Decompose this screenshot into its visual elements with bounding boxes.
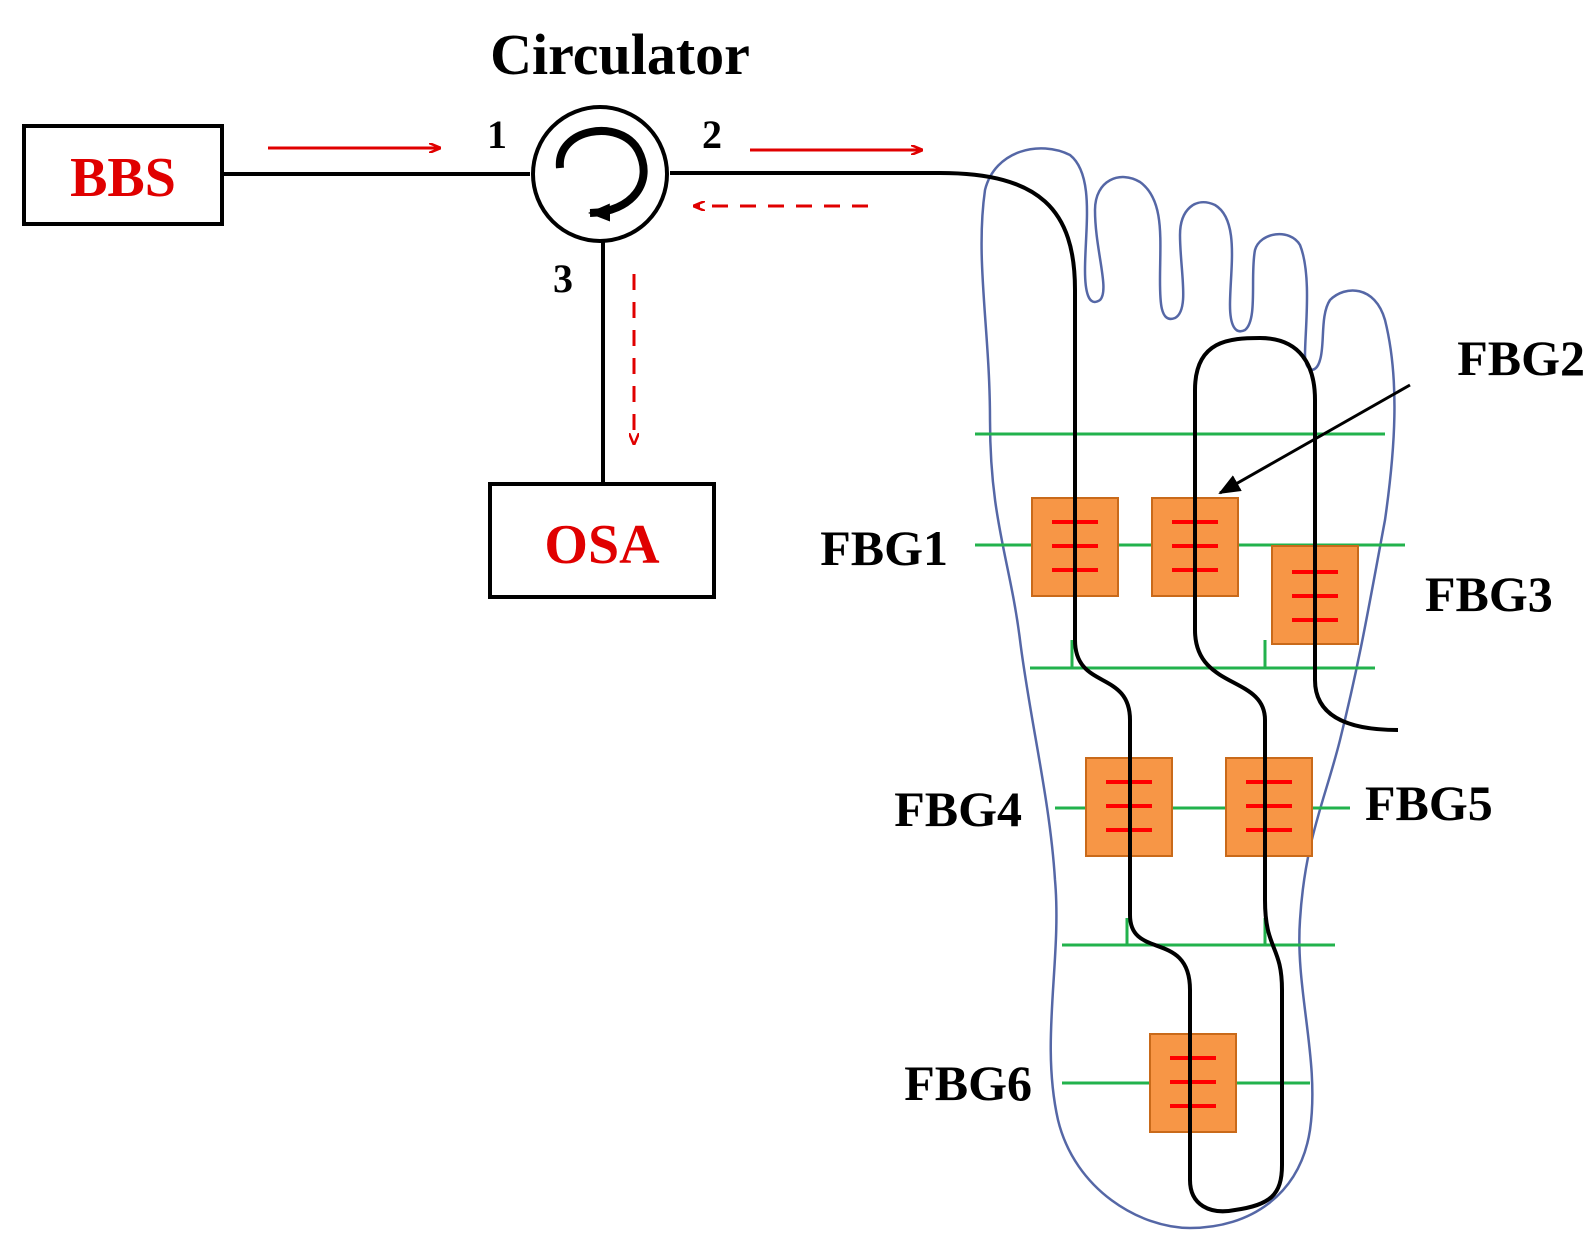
port-3-label: 3	[553, 256, 573, 301]
port-2-label: 2	[702, 112, 722, 157]
bbs-label: BBS	[70, 147, 176, 209]
fbg1-label: FBG1	[820, 520, 948, 576]
foot-outline	[980, 147, 1396, 1230]
fbg3-label: FBG3	[1425, 566, 1553, 622]
optical-fiber	[670, 171, 1399, 1214]
fbg5-label: FBG5	[1365, 775, 1493, 831]
port-1-label: 1	[487, 112, 507, 157]
fbg6-grating	[1149, 1033, 1237, 1133]
circulator-rotation-icon	[555, 127, 648, 222]
fbg6-label: FBG6	[904, 1055, 1032, 1111]
circulator	[531, 105, 669, 243]
bbs-source: BBS	[22, 124, 224, 226]
osa-analyzer: OSA	[488, 482, 716, 599]
osa-label: OSA	[544, 514, 660, 576]
fbg2-label: FBG2	[1457, 330, 1585, 386]
circulator-title: Circulator	[490, 22, 750, 87]
fbg4-label: FBG4	[894, 781, 1022, 837]
fbg2-pointer-arrow	[1218, 383, 1411, 495]
fbg5-grating	[1225, 757, 1313, 857]
